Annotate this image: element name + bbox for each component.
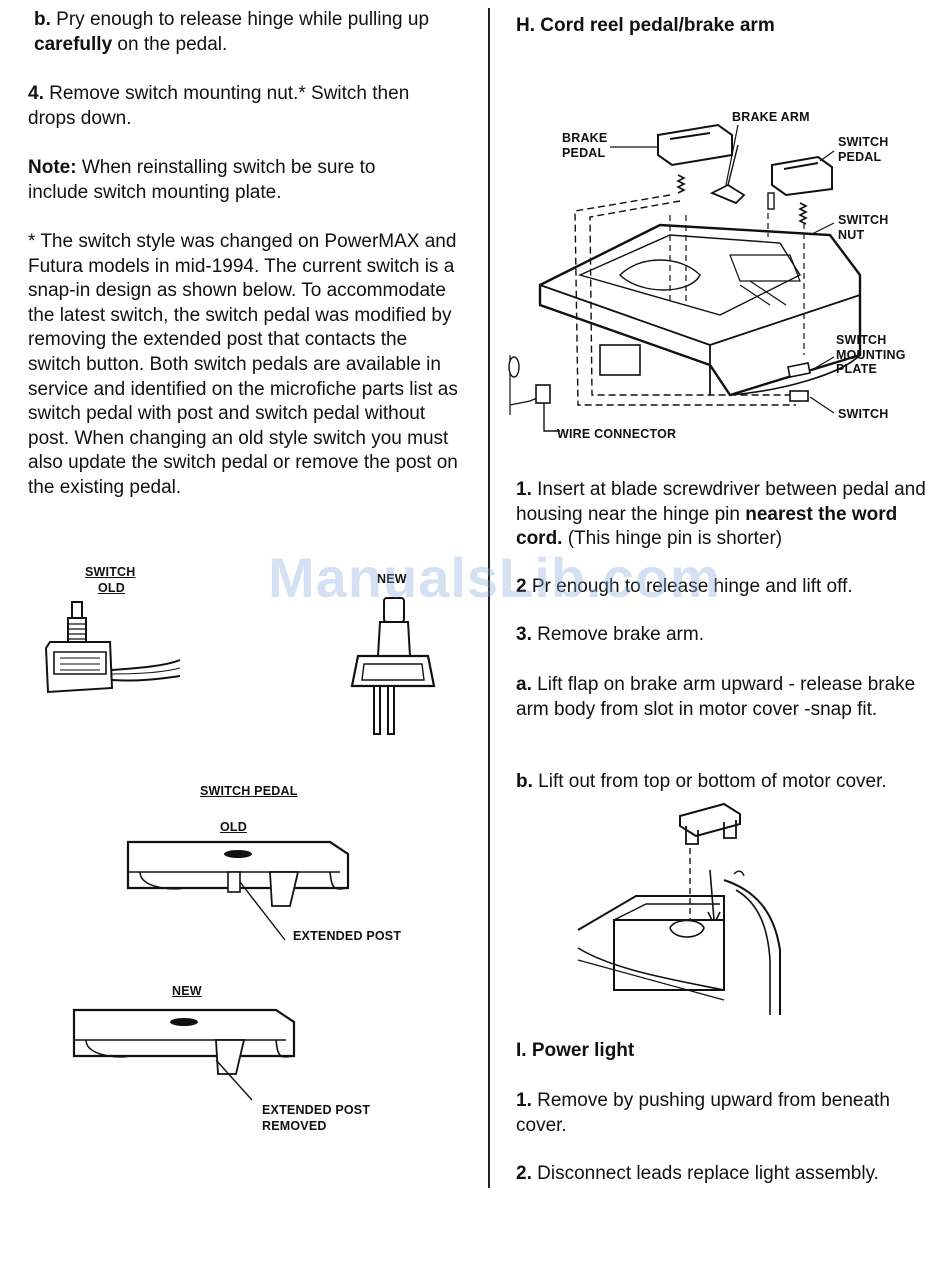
right-step-1-text: Insert at blade screwdriver between peda… [516,479,926,525]
note-text: When reinstalling switch be sure to incl… [28,157,376,203]
brake-pedal-label-1: BRAKE [562,131,608,145]
old-switch-pedal-illustration [126,840,350,941]
column-divider [488,8,490,1188]
right-i-step-1-label: 1. [516,1090,532,1111]
manualslib-watermark: ManualsLib.com [268,546,721,609]
step-b-label: b. [34,9,51,30]
right-step-3: 3. Remove brake arm. [516,623,931,648]
section-i-heading: I. Power light [516,1040,635,1061]
extended-post-removed-label-2: REMOVED [262,1119,327,1133]
switch-title-label: SWITCH [85,565,136,579]
cord-reel-exploded-diagram [508,123,862,432]
right-step-1-label: 1. [516,479,532,500]
right-step-2: 2 Pr enough to release hinge and lift of… [516,575,931,600]
right-step-3-label: 3. [516,624,532,645]
right-i-step-2-text: Disconnect leads replace light assembly. [531,1163,879,1184]
right-i-step-1: 1. Remove by pushing upward from beneath… [516,1089,931,1138]
mounting-plate-label-3: PLATE [836,362,878,376]
step-b-text: Pry enough to release hinge while pullin… [50,9,430,30]
right-i-step-2: 2. Disconnect leads replace light assemb… [516,1162,931,1187]
mounting-plate-label-2: MOUNTING [836,348,906,362]
switch-pedal-title: SWITCH PEDAL [200,784,298,798]
new-switch-pedal-illustration [72,1008,296,1101]
extended-post-removed-label-1: EXTENDED POST [262,1103,371,1117]
note-paragraph: Note: When reinstalling switch be sure t… [28,156,428,205]
mounting-plate-label-1: SWITCH [836,333,887,347]
old-switch-illustration [44,601,181,694]
brake-arm-label: BRAKE ARM [732,110,810,124]
switch-part-label: SWITCH [838,407,889,421]
step-4-text: Remove switch mounting nut.* Switch then… [28,83,410,129]
right-i-step-1-text: Remove by pushing upward from beneath co… [516,1090,890,1136]
right-step-3-text: Remove brake arm. [531,624,704,645]
brake-pedal-label-2: PEDAL [562,146,606,160]
right-step-2-label: 2 [516,576,527,597]
switch-pedal-label-2: PEDAL [838,150,882,164]
right-i-step-2-label: 2. [516,1163,532,1184]
right-step-2-text: Pr enough to release hinge and lift off. [526,576,853,597]
pedal-new-label: NEW [172,984,202,998]
right-step-b-text: Lift out from top or bottom of motor cov… [532,771,887,792]
right-step-b: b. Lift out from top or bottom of motor … [516,770,941,795]
step-b-paragraph: b. Pry enough to release hinge while pul… [34,8,454,57]
brake-arm-removal-illustration [577,802,781,1015]
right-step-a-label: a. [516,674,532,695]
wire-connector-label: WIRE CONNECTOR [557,427,677,441]
section-h-heading: H. Cord reel pedal/brake arm [516,15,775,36]
step-b-text-end: on the pedal. [112,33,228,55]
switch-nut-label-2: NUT [838,228,865,242]
switch-pedal-label-1: SWITCH [838,135,889,149]
switch-old-label: OLD [98,581,125,595]
switch-nut-label-1: SWITCH [838,213,889,227]
right-step-1-note: (This hinge pin is shorter) [562,528,783,550]
step-4-paragraph: 4. Remove switch mounting nut.* Switch t… [28,82,453,131]
step-4-label: 4. [28,83,44,104]
switch-new-label: NEW [377,572,407,586]
footnote-paragraph: * The switch style was changed on PowerM… [28,231,458,498]
right-step-b-label: b. [516,771,533,792]
step-b-bold: carefully [34,33,113,55]
right-step-a-text: Lift flap on brake arm upward - release … [516,674,916,720]
right-step-1-bold: nearest the word cord. [516,503,898,550]
pedal-old-label: OLD [220,820,247,834]
note-label: Note: [28,157,77,178]
extended-post-label: EXTENDED POST [293,929,402,943]
new-switch-illustration [350,597,436,735]
right-step-a: a. Lift flap on brake arm upward - relea… [516,673,941,722]
right-step-1: 1. Insert at blade screwdriver between p… [516,478,931,552]
